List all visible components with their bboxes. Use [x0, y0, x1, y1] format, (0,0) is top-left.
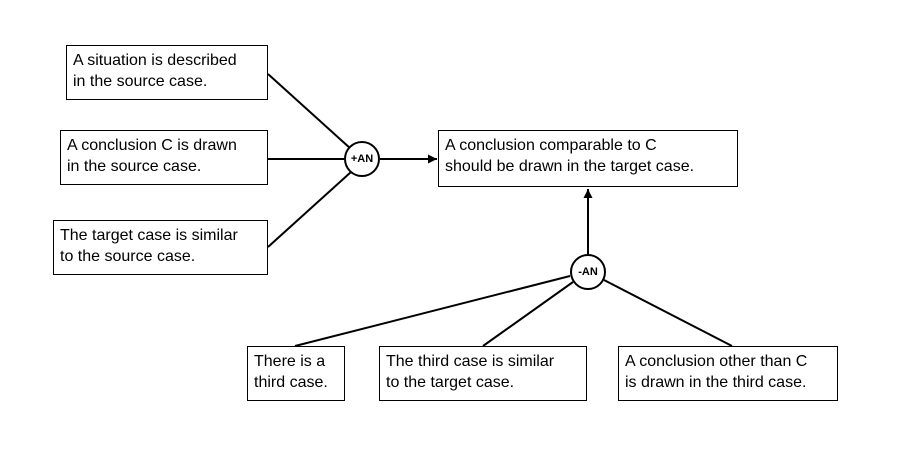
box-text-line: to the target case. — [386, 374, 515, 391]
edge-similarity-to-support — [267, 171, 352, 248]
edge-third-case-to-attack — [294, 275, 571, 347]
edge-situation-to-support — [267, 73, 352, 150]
box-text-line: in the source case. — [73, 73, 208, 90]
conclusion-box: A conclusion comparable to C should be d… — [438, 130, 738, 187]
box-text-line: The third case is similar — [386, 353, 555, 370]
box-text-line: A situation is described — [73, 52, 237, 69]
box-text-line: A conclusion C is drawn — [67, 137, 237, 154]
edge-other-conclusion-to-attack — [603, 279, 733, 347]
premise-situation-box: A situation is described in the source c… — [66, 45, 268, 100]
premise-third-case-box: There is a third case. — [247, 346, 345, 401]
box-text-line: should be drawn in the target case. — [445, 158, 695, 175]
box-text-line: is drawn in the third case. — [625, 374, 807, 391]
box-text-line: in the source case. — [67, 158, 202, 175]
support-node: +AN — [344, 141, 380, 177]
box-text-line: There is a — [254, 353, 326, 370]
box-text-line: The target case is similar — [60, 227, 238, 244]
box-text-line: third case. — [254, 374, 328, 391]
premise-third-similar-box: The third case is similar to the target … — [379, 346, 587, 401]
box-text-line: to the source case. — [60, 248, 196, 265]
premise-other-conclusion-box: A conclusion other than C is drawn in th… — [618, 346, 838, 401]
box-text-line: A conclusion other than C — [625, 353, 808, 370]
box-text-line: A conclusion comparable to C — [445, 137, 657, 154]
premise-similarity-box: The target case is similar to the source… — [53, 220, 268, 275]
edge-third-similar-to-attack — [482, 281, 574, 347]
attack-node: -AN — [570, 254, 606, 290]
premise-conclusion-c-box: A conclusion C is drawn in the source ca… — [60, 130, 268, 185]
